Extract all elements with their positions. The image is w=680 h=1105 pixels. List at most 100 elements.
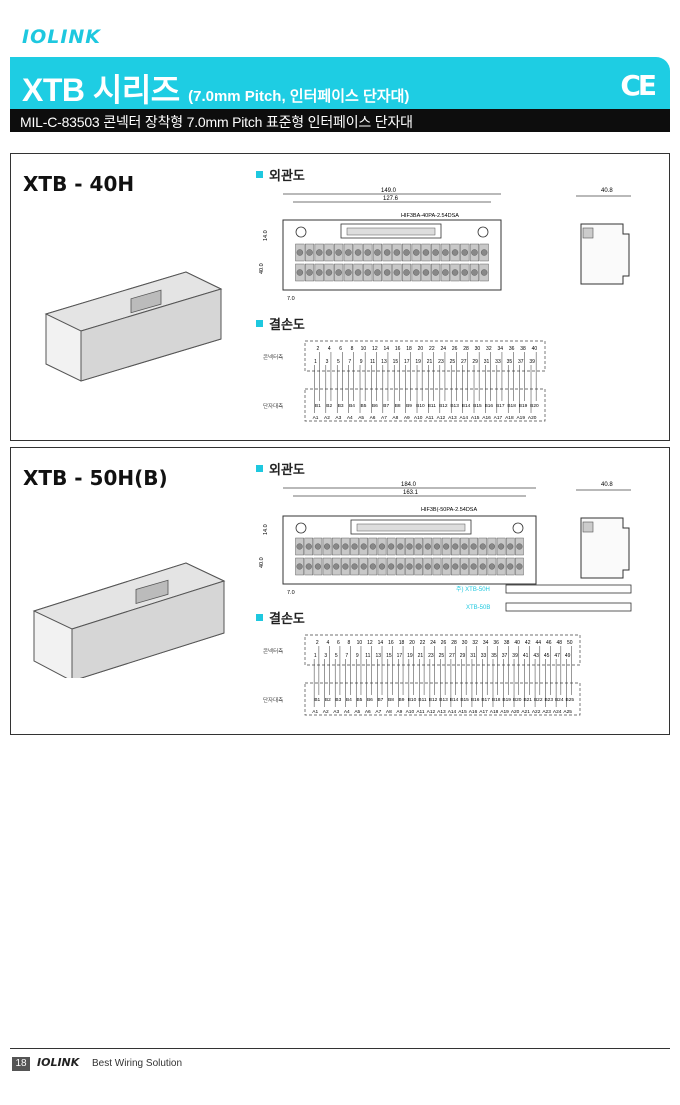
bullet-square-icon: [256, 171, 263, 178]
even-pin-label: 24: [430, 640, 436, 646]
a-terminal-label: A15: [458, 709, 467, 715]
footer-slogan: Best Wiring Solution: [92, 1058, 183, 1069]
odd-pin-label: 29: [460, 653, 466, 659]
odd-pin-label: 1: [314, 359, 317, 365]
even-pin-label: 28: [451, 640, 457, 646]
outline-drawing: 184.0 163.1 HIF3B(-50PA-2.54DSA 14.0 40.…: [259, 482, 632, 612]
brand-logo: IOLINK: [22, 26, 101, 48]
b-terminal-label: B1: [314, 697, 320, 703]
odd-pin-label: 35: [491, 653, 497, 659]
title-banner: XTB 시리즈 (7.0mm Pitch, 인터페이스 단자대) CE: [10, 57, 670, 109]
outline-label-text: 외관도: [269, 462, 305, 477]
even-pin-label: 16: [395, 346, 401, 352]
terminal-side-label: 단자대측: [263, 696, 283, 704]
odd-pin-label: 23: [428, 653, 434, 659]
terminal-grid: [295, 243, 489, 282]
even-pin-label: 20: [418, 346, 424, 352]
a-terminal-label: A7: [381, 415, 387, 421]
footer-logo: IOLINK: [37, 1056, 80, 1069]
a-terminal-label: A2: [323, 709, 329, 715]
odd-pin-label: 43: [533, 653, 539, 659]
model-title: XTB - 40H: [23, 172, 135, 196]
odd-pin-label: 1: [314, 653, 317, 659]
a-terminal-label: A25: [563, 709, 572, 715]
outline-label-text: 외관도: [269, 168, 305, 183]
b-terminal-label: B10: [408, 697, 417, 703]
a-terminal-label: A17: [479, 709, 488, 715]
b-terminal-label: B15: [473, 403, 482, 409]
b-terminal-label: B22: [534, 697, 543, 703]
dim-pitch: 7.0: [287, 296, 295, 302]
dim-inner-width: 163.1: [403, 490, 419, 496]
b-terminal-label: B14: [450, 697, 459, 703]
odd-pin-label: 7: [348, 359, 351, 365]
a-terminal-label: A16: [469, 709, 478, 715]
odd-pin-label: 19: [415, 359, 421, 365]
odd-pin-label: 49: [565, 653, 571, 659]
odd-pin-label: 5: [337, 359, 340, 365]
even-pin-label: 26: [441, 640, 447, 646]
a-terminal-label: A18: [490, 709, 499, 715]
even-pin-label: 32: [472, 640, 478, 646]
odd-pin-label: 33: [495, 359, 501, 365]
even-pin-label: 38: [520, 346, 526, 352]
series-title: XTB 시리즈: [22, 72, 180, 108]
b-terminal-label: B18: [507, 403, 516, 409]
b-terminal-label: B16: [471, 697, 480, 703]
series-subtitle: (7.0mm Pitch, 인터페이스 단자대): [188, 88, 410, 105]
odd-pin-label: 31: [470, 653, 476, 659]
even-pin-label: 36: [509, 346, 515, 352]
a-terminal-label: A19: [500, 709, 509, 715]
dim-total-width: 184.0: [401, 482, 417, 488]
b-terminal-label: B7: [377, 697, 383, 703]
product-panel-xtb-50hb: XTB - 50H(B) 외관도 184.0 163.1 HIF3B(-50PA…: [10, 447, 670, 735]
a-terminal-label: A11: [416, 709, 425, 715]
b-terminal-label: B3: [335, 697, 341, 703]
odd-pin-label: 3: [324, 653, 327, 659]
a-terminal-label: A4: [344, 709, 350, 715]
b-terminal-label: B10: [416, 403, 425, 409]
a-terminal-label: A2: [324, 415, 330, 421]
odd-pin-label: 11: [370, 359, 375, 365]
a-terminal-label: A19: [516, 415, 525, 421]
even-pin-label: 8: [351, 346, 354, 352]
odd-pin-label: 31: [484, 359, 490, 365]
b-terminal-label: B17: [481, 697, 490, 703]
b-terminal-label: B2: [326, 403, 332, 409]
dim-inner-width: 127.6: [383, 196, 399, 202]
odd-pin-label: 21: [418, 653, 424, 659]
b-terminal-label: B5: [356, 697, 362, 703]
odd-pin-label: 27: [461, 359, 467, 365]
even-pin-label: 46: [546, 640, 552, 646]
a-terminal-label: A1: [313, 415, 319, 421]
b-terminal-label: B11: [428, 403, 437, 409]
odd-pin-label: 17: [397, 653, 403, 659]
a-terminal-label: A20: [511, 709, 520, 715]
a-terminal-label: A8: [386, 709, 392, 715]
a-terminal-label: A22: [532, 709, 541, 715]
even-pin-label: 12: [367, 640, 373, 646]
model-title: XTB - 50H(B): [23, 466, 168, 490]
dim-side-width: 40.8: [601, 482, 613, 488]
product-illustration: [32, 562, 226, 678]
b-terminal-label: B7: [383, 403, 389, 409]
b-terminal-label: B13: [450, 403, 459, 409]
a-terminal-label: A1: [312, 709, 318, 715]
wiring-diagram: 콘넥터측단자대측21B1A143B2A265B3A387B4A4109B5A51…: [263, 340, 546, 422]
a-terminal-label: A3: [333, 709, 339, 715]
odd-pin-label: 23: [438, 359, 444, 365]
a-terminal-label: A9: [396, 709, 402, 715]
even-pin-label: 38: [504, 640, 510, 646]
even-pin-label: 18: [406, 346, 412, 352]
b-terminal-label: B4: [349, 403, 355, 409]
a-terminal-label: A6: [370, 415, 376, 421]
series-description: MIL-C-83503 콘넥터 장착형 7.0mm Pitch 표준형 인터페이…: [10, 109, 670, 132]
wiring-section-label: 결손도: [256, 608, 305, 627]
even-pin-label: 10: [357, 640, 363, 646]
wiring-label-text: 결손도: [269, 611, 305, 626]
dim-height-b: 40.0: [259, 557, 265, 568]
terminal-side-label: 단자대측: [263, 402, 283, 410]
bullet-square-icon: [256, 465, 263, 472]
outline-section-label: 외관도: [256, 459, 305, 478]
even-pin-label: 6: [339, 346, 342, 352]
